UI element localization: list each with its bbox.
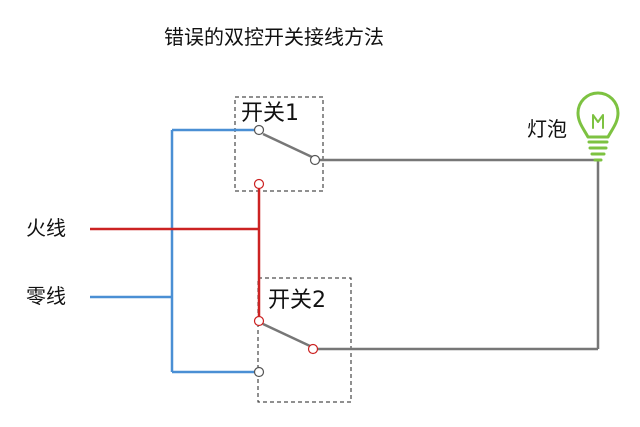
switch2-terminal-neutral [253, 366, 265, 378]
bulb-label: 灯泡 [527, 117, 567, 141]
switch1-lever [262, 132, 313, 159]
switch1-terminal-live [253, 178, 265, 190]
live-wire-label: 火线 [26, 216, 66, 240]
switch2-box [257, 277, 352, 403]
lamp-wiring [316, 158, 600, 351]
neutral-wiring [90, 128, 256, 374]
switch1-terminal-bulb [309, 154, 321, 166]
switch1-label: 开关1 [241, 101, 299, 126]
switch2-terminal-live [253, 315, 265, 327]
neutral-wire-label: 零线 [26, 284, 66, 308]
switch2-terminal-out [307, 343, 319, 355]
light-bulb-icon [576, 91, 620, 162]
live-wiring [90, 188, 261, 318]
switch2-lever [262, 322, 311, 348]
switch2-label: 开关2 [268, 288, 326, 313]
switch1-box [234, 96, 324, 192]
page-title: 错误的双控开关接线方法 [164, 25, 384, 49]
switch1-terminal-neutral [253, 124, 265, 136]
